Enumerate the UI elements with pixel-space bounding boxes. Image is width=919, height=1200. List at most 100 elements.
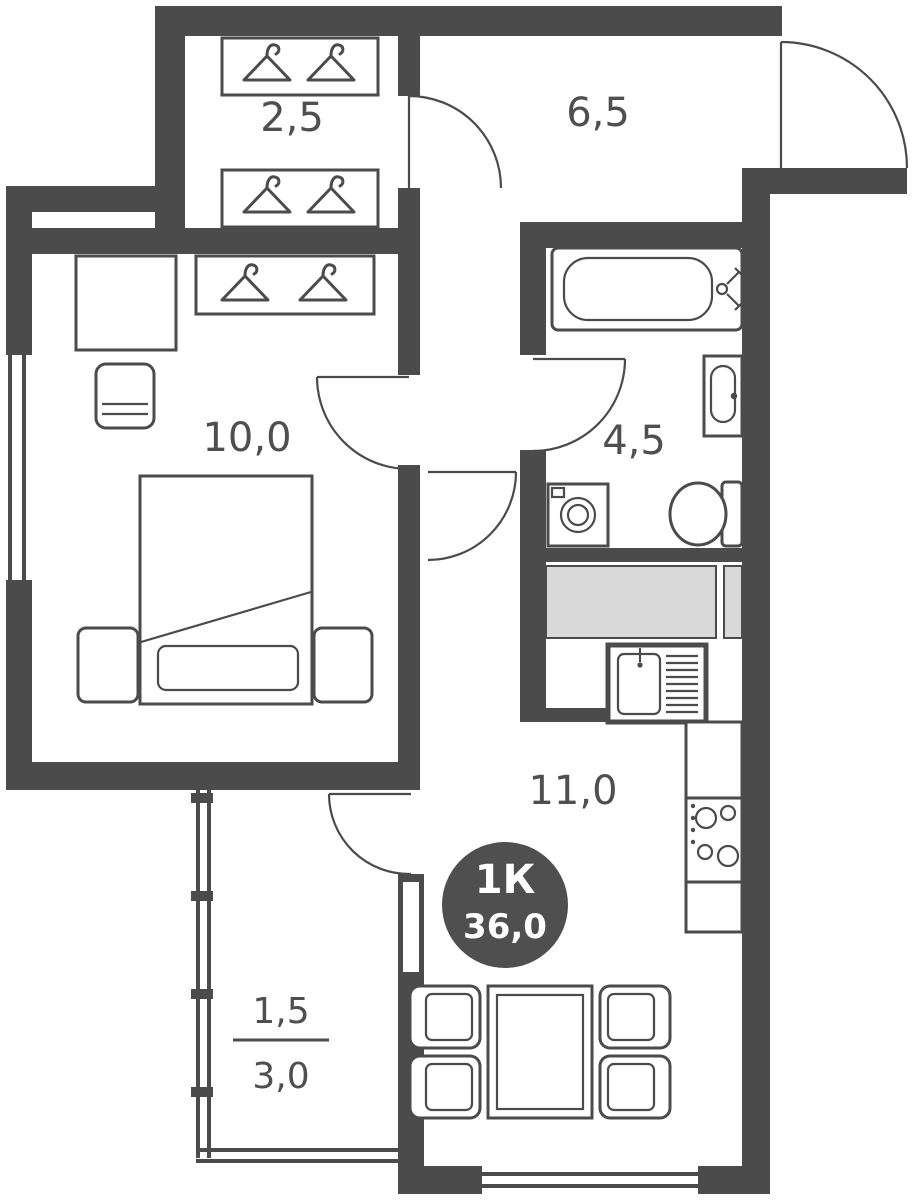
wardrobe-door (407, 94, 503, 189)
balcony-mullion (191, 891, 213, 901)
dining-table (486, 984, 594, 1120)
wash-basin-faucet-dot (730, 392, 738, 400)
bedroom: 10,0 (74, 254, 376, 706)
wardrobe-area-label: 2,5 (260, 95, 324, 141)
wall-right-exterior (742, 168, 770, 1194)
balcony-total-area-label: 3,0 (252, 1056, 309, 1097)
washing-machine-door (559, 496, 597, 534)
bathtub-basin (562, 256, 714, 322)
nightstand-right (312, 626, 374, 704)
kitchen-drainboard (666, 654, 698, 714)
desk-chair (94, 362, 156, 430)
bedroom-door-swing-arc (315, 376, 410, 471)
stove-burner (719, 804, 737, 822)
apartment-type-label: 1К (475, 857, 536, 903)
stove-knob (690, 815, 696, 821)
wall-bedroom-top (32, 228, 420, 254)
wall-bathroom-left-upper (520, 222, 546, 355)
dining-chair (408, 1054, 482, 1120)
kitchen-living-area-label: 11,0 (528, 768, 617, 814)
stove-knob (690, 839, 696, 845)
kitchen-door (427, 470, 518, 562)
bedroom-door (315, 375, 410, 471)
balcony-mullion (191, 1087, 213, 1097)
bathtub-faucet-tick (734, 301, 744, 311)
nightstand-left (76, 626, 140, 704)
bathroom-area-label: 4,5 (602, 418, 666, 464)
toilet-bowl (668, 481, 728, 547)
kitchen: 11,0 (528, 565, 744, 934)
area-badge: 1К 36,0 (442, 842, 568, 968)
dining-chair (408, 984, 482, 1050)
bedroom-wardrobe (194, 254, 376, 316)
wardrobe-door-swing-arc (408, 94, 503, 189)
area-badge-circle (442, 842, 568, 968)
wall-bathroom-top (520, 222, 742, 248)
wall-bedroom-bottom (6, 762, 420, 790)
stove-burner (696, 843, 714, 861)
balcony-glazing-inner (207, 790, 211, 1158)
bathtub (550, 246, 744, 332)
wall-bottom-left (398, 1166, 482, 1194)
kitchen-sink-faucet-dot (637, 662, 643, 668)
entrance-door-swing-arc (780, 40, 909, 169)
dining-chair (598, 984, 672, 1050)
washing-machine (546, 482, 610, 548)
kitchen-counter-right (723, 565, 743, 639)
bed-pillow (156, 644, 300, 692)
wall-wardrobe-right-upper (398, 6, 420, 96)
walls (6, 6, 907, 1194)
wall-bathroom-bottom (520, 548, 742, 562)
dining-chair-cushion (424, 992, 474, 1042)
washing-machine-door-inner (566, 503, 590, 527)
bed-blanket-fold (140, 590, 312, 644)
wardrobe-cabinet-bottom (220, 168, 380, 229)
dining-chair-cushion (424, 1062, 474, 1112)
balcony-reduced-area-label: 1,5 (252, 991, 309, 1032)
dining-set (408, 984, 672, 1120)
balcony-glazing-bottom-outer (196, 1148, 402, 1152)
dining-chair-cushion (606, 992, 656, 1042)
wardrobe-cabinet-top (220, 36, 380, 97)
bathroom: 4,5 (546, 246, 744, 548)
wall-left-upper (6, 186, 32, 355)
washing-machine-drawer (550, 486, 566, 499)
balcony-divider-window-line-outer (398, 882, 403, 972)
bathtub-faucet-handle (726, 293, 740, 307)
bathroom-door-swing-arc (532, 358, 627, 453)
balcony-divider-window-line-inner (419, 882, 424, 972)
balcony-mullion (191, 793, 213, 803)
balcony-mullion (191, 989, 213, 999)
stove-burner (716, 844, 740, 868)
hallway-area-label: 6,5 (566, 90, 630, 136)
total-area-label: 36,0 (463, 907, 547, 947)
dining-chair (598, 1054, 672, 1120)
bedroom-window-line-inner (22, 355, 26, 580)
bathroom-door (532, 357, 627, 453)
wall-top (155, 6, 782, 36)
balcony-door-swing-arc (327, 793, 412, 876)
stove-burner (694, 806, 718, 830)
balcony-glazing-bottom-inner (196, 1159, 402, 1163)
kitchen-door-swing-arc (427, 471, 518, 562)
balcony-door (327, 792, 412, 876)
bedroom-window (8, 355, 26, 580)
stove-knob (690, 827, 696, 833)
balcony: 1,5 3,0 (191, 790, 402, 1163)
wardrobe-room: 2,5 (220, 36, 380, 229)
bedroom-area-label: 10,0 (202, 415, 291, 461)
bottom-window-line-outer (482, 1172, 698, 1176)
bathtub-faucet-handle (726, 271, 740, 285)
dining-chair-cushion (606, 1062, 656, 1112)
wall-kitchen-partition-horizontal (546, 708, 608, 722)
entrance-door (779, 40, 909, 169)
wall-left-lower (6, 580, 32, 762)
wall-bottom-right (698, 1166, 770, 1194)
desk (74, 254, 178, 352)
wall-kitchen-partition-vertical (520, 562, 546, 722)
bed (138, 474, 314, 706)
bedroom-window-line-outer (8, 355, 12, 580)
stove-knob (690, 803, 696, 809)
